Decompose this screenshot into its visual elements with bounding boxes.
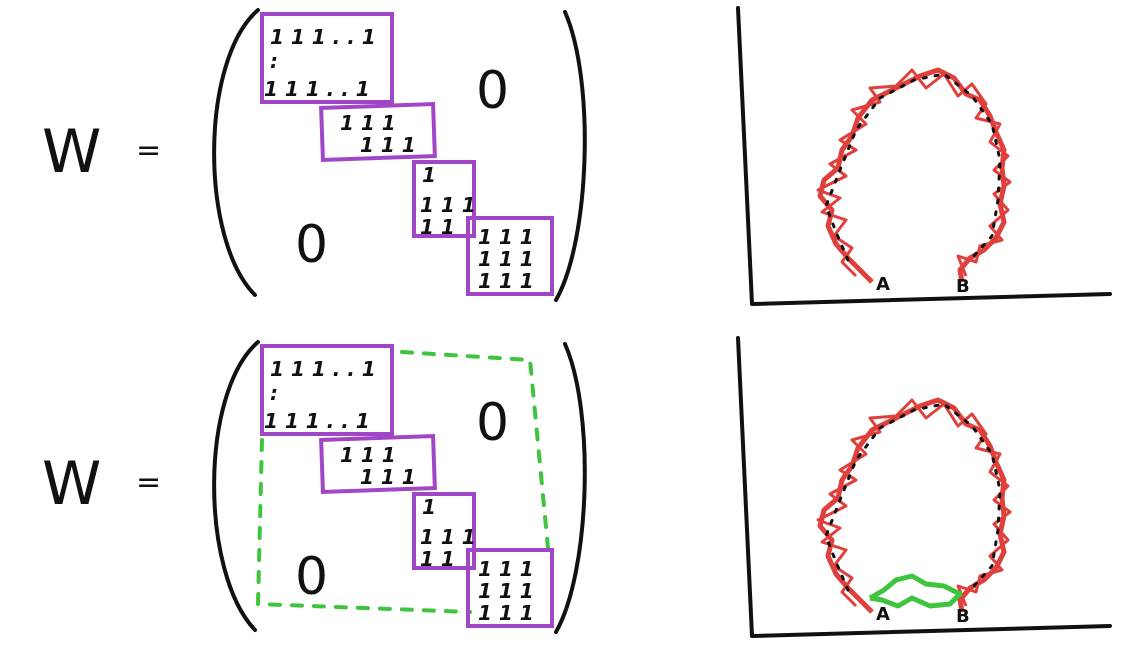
matrix-top-lhs: W <box>42 117 101 187</box>
matrix-bottom-zero-upper: 0 <box>476 393 509 453</box>
loop-top-chain-dots <box>824 72 1002 262</box>
loop-top-chain-jitter <box>816 68 1012 278</box>
matrix-top-block4-row2: 1 1 1 <box>478 247 534 271</box>
matrix-bottom-block4-row1: 1 1 1 <box>478 557 534 581</box>
matrix-bottom-block3-row3: 1 1 <box>420 547 455 571</box>
matrix-bottom-block3-row2: 1 1 1 <box>420 525 476 549</box>
matrix-bottom-block2-row1: 1 1 1 <box>340 443 396 467</box>
matrix-top-equals: = <box>136 133 161 168</box>
loop-top-axes <box>736 6 1112 306</box>
matrix-top-left-bracket <box>212 8 260 297</box>
matrix-bottom-block4-row2: 1 1 1 <box>478 579 534 603</box>
loop-top-label-a: A <box>876 274 890 295</box>
matrix-top: W = 1 1 1 . . 1 : 1 1 1 . . 1 1 1 1 1 1 … <box>42 8 587 302</box>
loop-plot-top: A B <box>736 6 1112 306</box>
matrix-bottom-block1-dots: : <box>270 381 278 405</box>
matrix-top-block2-row2: 1 1 1 <box>360 133 416 157</box>
matrix-bottom-block4-row3: 1 1 1 <box>478 601 534 625</box>
matrix-top-zero-lower: 0 <box>295 215 328 275</box>
matrix-bottom-block3-row1: 1 <box>422 495 436 519</box>
matrix-bottom-block-2 <box>319 433 437 495</box>
matrix-top-block3-row2: 1 1 1 <box>420 193 476 217</box>
matrix-bottom-link-lower <box>255 438 472 614</box>
matrix-bottom-left-bracket <box>212 340 260 632</box>
matrix-bottom-right-bracket <box>554 342 587 634</box>
loop-bottom-contact-link <box>868 573 963 609</box>
matrix-top-block-3 <box>412 160 476 238</box>
matrix-top-block1-row1: 1 1 1 . . 1 <box>270 25 376 49</box>
matrix-top-block1-row3: 1 1 1 . . 1 <box>264 77 370 101</box>
matrix-bottom-block1-row1: 1 1 1 . . 1 <box>270 357 376 381</box>
matrix-top-block1-dots: : <box>270 49 278 73</box>
matrix-top-block3-row1: 1 <box>422 163 436 187</box>
matrix-top-block3-row3: 1 1 <box>420 215 455 239</box>
matrix-bottom-block-1 <box>260 344 394 436</box>
matrix-bottom-equals: = <box>136 465 161 500</box>
loop-bottom-label-b: B <box>956 606 970 627</box>
matrix-top-block-1 <box>260 12 394 104</box>
matrix-bottom-block2-row2: 1 1 1 <box>360 465 416 489</box>
loop-bottom-chain-jitter <box>816 398 1012 608</box>
matrix-top-block4-row3: 1 1 1 <box>478 269 534 293</box>
loop-bottom-axes <box>736 336 1112 638</box>
matrix-bottom-block1-row3: 1 1 1 . . 1 <box>264 409 370 433</box>
matrix-bottom-lhs: W <box>42 449 101 519</box>
loop-bottom-label-a: A <box>876 604 890 625</box>
matrix-top-block-2 <box>319 101 437 163</box>
matrix-bottom-zero-lower: 0 <box>295 547 328 607</box>
matrix-bottom-block-3 <box>412 492 476 570</box>
loop-bottom-chain-dots <box>824 402 1002 592</box>
matrix-top-block4-row1: 1 1 1 <box>478 225 534 249</box>
matrix-top-block-4 <box>466 216 554 296</box>
matrix-top-block2-row1: 1 1 1 <box>340 111 396 135</box>
matrix-top-zero-upper: 0 <box>476 61 509 121</box>
matrix-bottom: W = 1 1 1 . . 1 : 1 1 1 . . 1 1 1 1 1 1 … <box>42 340 587 634</box>
loop-top-label-b: B <box>956 276 970 297</box>
matrix-bottom-block-4 <box>466 548 554 628</box>
loop-plot-bottom: A B <box>736 336 1112 638</box>
matrix-top-right-bracket <box>554 10 587 302</box>
matrix-bottom-link-upper <box>400 350 550 550</box>
